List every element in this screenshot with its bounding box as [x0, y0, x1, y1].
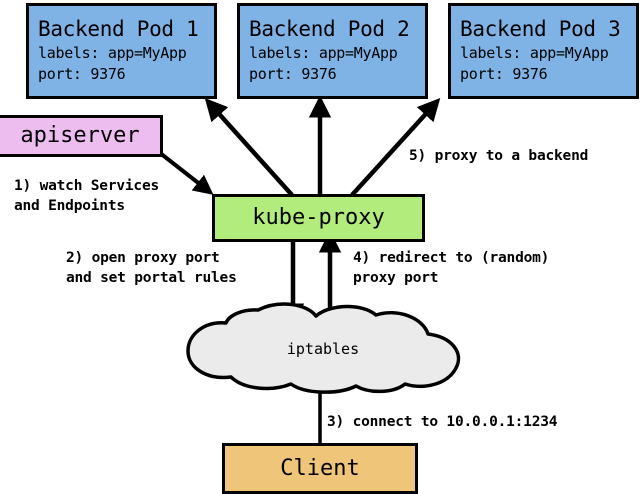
caption-step-2: 2) open proxy port and set portal rules	[66, 250, 237, 286]
pod3-port: port: 9376	[460, 64, 548, 83]
node-client[interactable]: Client	[222, 443, 418, 494]
pod1-labels: labels: app=MyApp	[38, 43, 187, 62]
caption-step-1: 1) watch Services and Endpoints	[14, 178, 160, 214]
arrow-kubeproxy-to-pod1	[204, 97, 294, 197]
pod2-labels: labels: app=MyApp	[249, 43, 398, 62]
pod1-port: port: 9376	[38, 64, 126, 83]
pod2-port: port: 9376	[249, 64, 337, 83]
kube-proxy-label: kube-proxy	[252, 205, 385, 230]
node-kube-proxy[interactable]: kube-proxy	[212, 194, 425, 242]
arrow-apiserver-to-kubeproxy	[158, 151, 214, 195]
client-label: Client	[280, 455, 360, 481]
apiserver-label: apiserver	[20, 123, 140, 148]
caption-step-4: 4) redirect to (random) proxy port	[353, 250, 550, 286]
node-apiserver[interactable]: apiserver	[0, 115, 163, 157]
node-backend-pod-2[interactable]: Backend Pod 2 labels: app=MyApp port: 93…	[237, 3, 428, 99]
pod3-title: Backend Pod 3	[460, 16, 621, 41]
pod2-title: Backend Pod 2	[249, 16, 410, 41]
iptables-label: iptables	[286, 340, 360, 358]
caption-step-5: 5) proxy to a backend	[409, 148, 589, 164]
caption-step-3: 3) connect to 10.0.0.1:1234	[327, 414, 558, 430]
pod1-title: Backend Pod 1	[38, 16, 199, 41]
pod3-labels: labels: app=MyApp	[460, 43, 609, 62]
node-backend-pod-1[interactable]: Backend Pod 1 labels: app=MyApp port: 93…	[26, 3, 217, 99]
node-backend-pod-3[interactable]: Backend Pod 3 labels: app=MyApp port: 93…	[448, 3, 639, 99]
